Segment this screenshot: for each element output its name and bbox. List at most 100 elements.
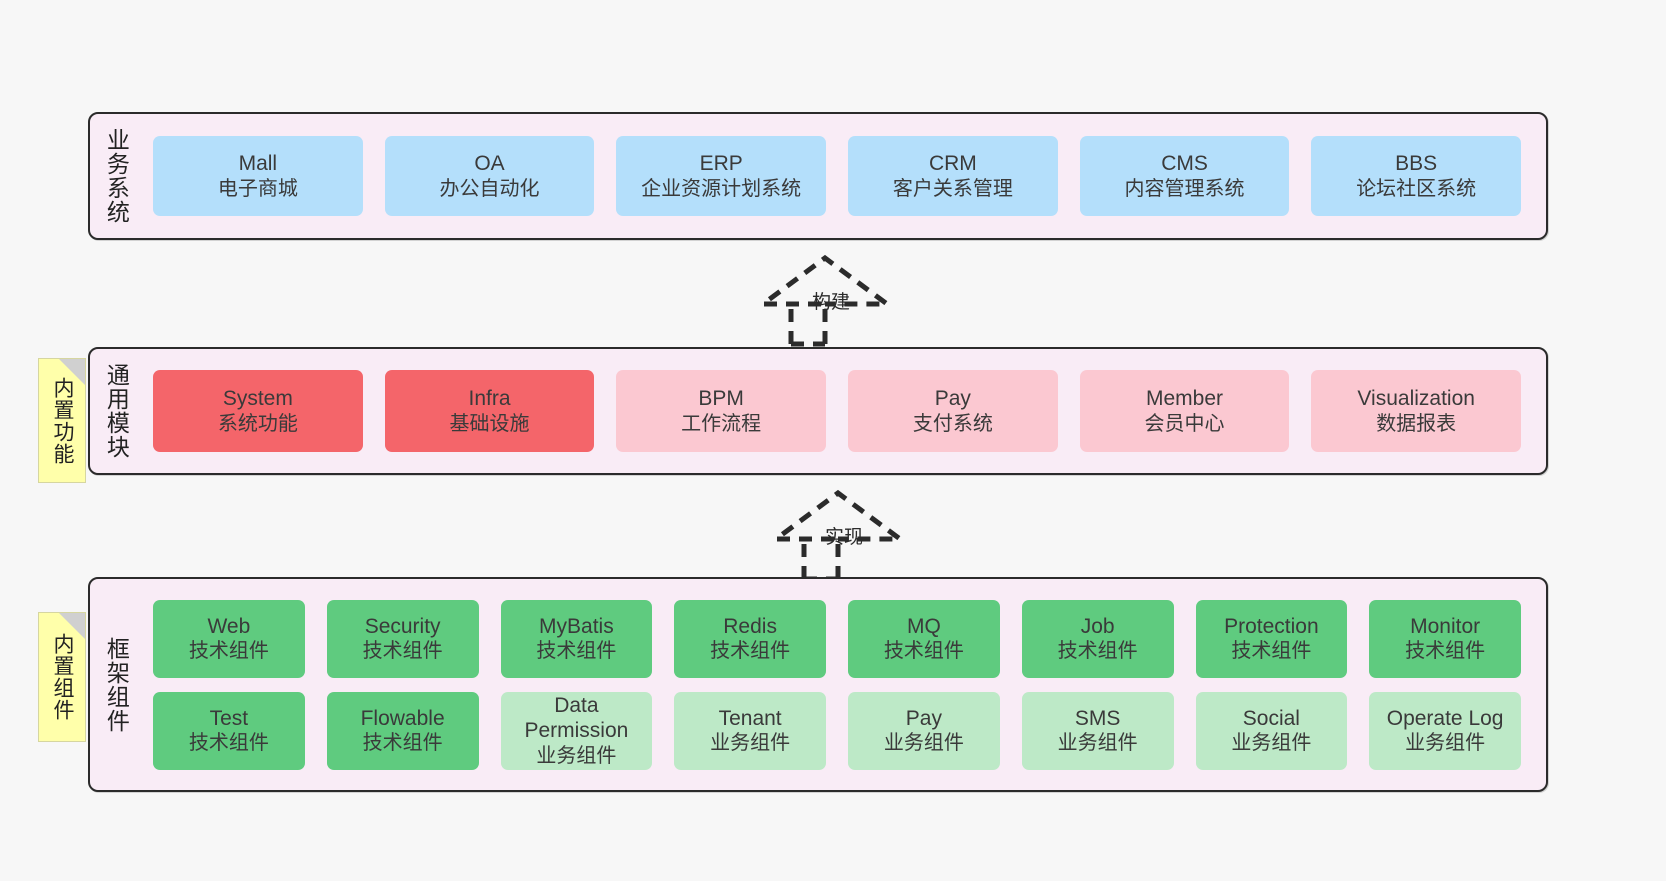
card-title-en: Protection — [1224, 614, 1319, 638]
card-title-en: Flowable — [360, 706, 445, 730]
card-pay-component[interactable]: Pay 业务组件 — [848, 691, 1000, 770]
layer-title-business-system: 业务系统 — [103, 128, 130, 224]
card-title-en: BPM — [698, 387, 744, 410]
card-title-cn: 客户关系管理 — [892, 177, 1013, 200]
card-title-cn: 业务组件 — [536, 744, 617, 767]
card-crm[interactable]: CRM 客户关系管理 — [848, 136, 1058, 216]
card-bbs[interactable]: BBS 论坛社区系统 — [1311, 136, 1522, 216]
card-social[interactable]: Social 业务组件 — [1195, 691, 1348, 770]
card-title-cn: 业务组件 — [883, 732, 964, 755]
card-title-en: Pay — [934, 387, 971, 410]
card-member[interactable]: Member 会员中心 — [1079, 370, 1290, 452]
card-mybatis[interactable]: MyBatis 技术组件 — [500, 599, 653, 678]
card-mq[interactable]: MQ 技术组件 — [848, 599, 1000, 678]
card-title-en: Infra — [468, 387, 511, 410]
card-title-en: CRM — [928, 152, 977, 175]
card-title-en: Security — [364, 614, 441, 638]
card-title-cn: 数据报表 — [1376, 412, 1457, 435]
card-row: Mall 电子商城 OA 办公自动化 ERP 企业资源计划系统 CRM 客户关系… — [142, 136, 1532, 216]
sticky-note-text: 内置组件 — [51, 633, 74, 721]
card-bpm[interactable]: BPM 工作流程 — [616, 370, 827, 452]
connector-build-label: 构建 — [812, 292, 851, 313]
layer-business-system: 业务系统 Mall 电子商城 OA 办公自动化 ERP 企业资源计划系统 CRM… — [88, 112, 1548, 240]
layer-body-common-module: System 系统功能 Infra 基础设施 BPM 工作流程 Pay 支付系统… — [142, 349, 1546, 473]
card-operate-log[interactable]: Operate Log 业务组件 — [1369, 691, 1521, 770]
card-test[interactable]: Test 技术组件 — [153, 691, 305, 770]
layer-framework-component: 框架组件 Web 技术组件 Security 技术组件 MyBatis 技术组件… — [88, 577, 1548, 792]
card-row: System 系统功能 Infra 基础设施 BPM 工作流程 Pay 支付系统… — [142, 370, 1532, 452]
card-title-en: Web — [207, 614, 251, 638]
card-title-cn: 工作流程 — [681, 412, 762, 435]
layer-body-business-system: Mall 电子商城 OA 办公自动化 ERP 企业资源计划系统 CRM 客户关系… — [142, 114, 1546, 238]
card-flowable[interactable]: Flowable 技术组件 — [326, 691, 479, 770]
card-infra[interactable]: Infra 基础设施 — [384, 370, 595, 452]
card-data-permission[interactable]: Data Permission 业务组件 — [500, 691, 653, 770]
card-title-en: Member — [1146, 387, 1224, 410]
card-title-cn: 技术组件 — [710, 640, 791, 663]
sticky-note-builtin-feature: 内置功能 — [38, 358, 86, 483]
card-title-cn: 会员中心 — [1144, 412, 1225, 435]
card-title-en: Pay — [905, 706, 942, 730]
card-system[interactable]: System 系统功能 — [153, 370, 363, 452]
card-security[interactable]: Security 技术组件 — [326, 599, 479, 678]
card-title-cn: 支付系统 — [912, 412, 993, 435]
card-monitor[interactable]: Monitor 技术组件 — [1369, 599, 1521, 678]
card-mall[interactable]: Mall 电子商城 — [153, 136, 363, 216]
sticky-note-text: 内置功能 — [51, 376, 74, 465]
layer-common-module: 通用模块 System 系统功能 Infra 基础设施 BPM 工作流程 Pay… — [88, 347, 1548, 475]
card-row-business: Test 技术组件 Flowable 技术组件 Data Permission … — [142, 691, 1532, 770]
card-title-cn: 技术组件 — [1405, 640, 1486, 663]
card-title-cn: 系统功能 — [217, 412, 298, 435]
sticky-note-builtin-component: 内置组件 — [38, 612, 86, 742]
card-title-cn: 技术组件 — [536, 640, 617, 663]
card-title-cn: 技术组件 — [188, 732, 269, 755]
card-title-cn: 技术组件 — [1057, 640, 1138, 663]
card-title-en: MyBatis — [539, 614, 614, 638]
card-title-en: Operate Log — [1386, 706, 1504, 730]
card-title-cn: 技术组件 — [362, 640, 443, 663]
card-title-en: Visualization — [1357, 387, 1475, 410]
card-title-cn: 业务组件 — [1231, 732, 1312, 755]
card-title-cn: 企业资源计划系统 — [641, 177, 802, 200]
card-title-en: OA — [474, 152, 505, 175]
card-erp[interactable]: ERP 企业资源计划系统 — [616, 136, 827, 216]
card-oa[interactable]: OA 办公自动化 — [384, 136, 595, 216]
card-visualization[interactable]: Visualization 数据报表 — [1311, 370, 1522, 452]
card-job[interactable]: Job 技术组件 — [1021, 599, 1174, 678]
layer-title-common-module: 通用模块 — [103, 363, 130, 459]
card-title-en: Social — [1242, 706, 1300, 730]
card-title-en: Monitor — [1410, 614, 1481, 638]
card-title-cn: 技术组件 — [883, 640, 964, 663]
card-web[interactable]: Web 技术组件 — [153, 599, 305, 678]
card-title-en: System — [222, 387, 293, 410]
card-title-cn: 论坛社区系统 — [1356, 177, 1477, 200]
card-title-cn: 基础设施 — [449, 412, 530, 435]
card-sms[interactable]: SMS 业务组件 — [1021, 691, 1174, 770]
card-title-cn: 办公自动化 — [439, 177, 540, 200]
card-title-cn: 内容管理系统 — [1124, 177, 1245, 200]
card-pay-module[interactable]: Pay 支付系统 — [848, 370, 1058, 452]
note-fold-corner-icon — [59, 359, 85, 385]
card-title-en: Data Permission — [524, 693, 629, 743]
layer-title-framework-component: 框架组件 — [103, 636, 130, 733]
card-title-cn: 技术组件 — [1231, 640, 1312, 663]
card-cms[interactable]: CMS 内容管理系统 — [1079, 136, 1290, 216]
card-title-cn: 业务组件 — [1057, 732, 1138, 755]
note-fold-corner-icon — [59, 613, 85, 639]
card-title-en: Mall — [238, 152, 278, 175]
card-row-tech: Web 技术组件 Security 技术组件 MyBatis 技术组件 Redi… — [142, 599, 1532, 678]
card-protection[interactable]: Protection 技术组件 — [1195, 599, 1348, 678]
card-title-en: Tenant — [718, 706, 782, 730]
card-title-cn: 技术组件 — [362, 732, 443, 755]
card-title-en: SMS — [1074, 706, 1121, 730]
card-title-en: CMS — [1161, 152, 1208, 175]
connector-implement-label: 实现 — [825, 527, 864, 548]
card-title-cn: 业务组件 — [710, 732, 791, 755]
card-title-en: BBS — [1395, 152, 1438, 175]
card-tenant[interactable]: Tenant 业务组件 — [674, 691, 826, 770]
card-redis[interactable]: Redis 技术组件 — [674, 599, 826, 678]
layer-body-framework-component: Web 技术组件 Security 技术组件 MyBatis 技术组件 Redi… — [142, 579, 1546, 790]
card-title-cn: 技术组件 — [188, 640, 269, 663]
card-title-en: Test — [209, 706, 249, 730]
